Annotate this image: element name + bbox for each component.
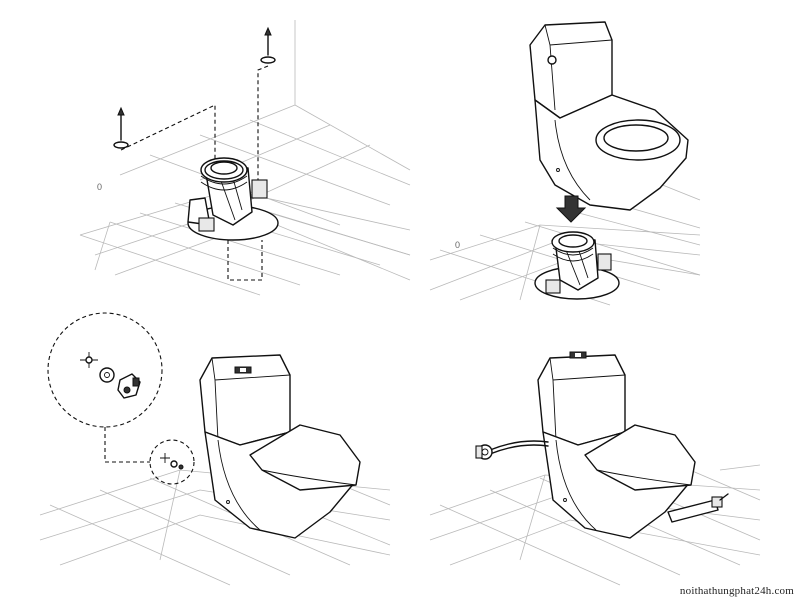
panel-4-water-supply: [429, 351, 761, 586]
panel-2-toilet-lowering: 0: [429, 21, 701, 306]
floor-mark-2: 0: [455, 240, 460, 250]
floor-mark-1: 0: [97, 182, 102, 192]
down-arrow-icon: [555, 195, 587, 223]
panel-3-side-fixing: [39, 312, 391, 586]
fixing-kit-small: [160, 453, 184, 470]
floor-bolt-right: [260, 26, 276, 64]
fixing-kit-detail: [80, 352, 141, 399]
installed-toilet-left: [199, 354, 361, 539]
watermark: noithathungphat24h.com: [679, 585, 794, 597]
floor-bolt-left: [113, 106, 129, 149]
drain-flange-2: [534, 231, 620, 300]
panel-1-flange-bolts: 0: [79, 20, 411, 296]
panel-1-floor-grid: [79, 20, 411, 296]
detail-callout-circle: [47, 312, 195, 485]
bolt-guide-lines: [120, 65, 269, 180]
drain-flange: [187, 157, 279, 281]
supply-hose: [475, 440, 549, 460]
installed-toilet-right: [537, 351, 696, 539]
angle-valve: [667, 493, 729, 523]
one-piece-toilet-top: [529, 21, 689, 211]
